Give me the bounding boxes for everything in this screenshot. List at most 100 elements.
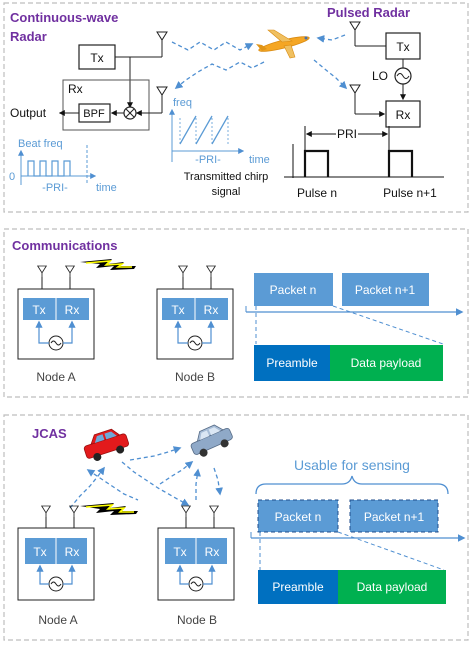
pulsed-rx-antenna-icon	[349, 84, 361, 100]
radar-section: Continuous-wave Radar Pulsed Radar Tx Rx…	[3, 2, 469, 213]
red-car-icon	[83, 428, 129, 461]
cw-radar-title: Continuous-wave	[10, 10, 118, 25]
jcas-node-b-antenna-icon	[181, 505, 191, 519]
comms-node-b-rx	[195, 298, 228, 320]
jcas-packet-n	[257, 499, 339, 533]
cw-radar-title-2: Radar	[10, 29, 47, 44]
cw-echo-wave	[174, 61, 265, 89]
jcas-wave-4	[159, 461, 194, 485]
pulsed-radar-title: Pulsed Radar	[327, 5, 410, 20]
comms-node-a-antenna-icon	[37, 265, 47, 279]
comms-title: Communications	[12, 238, 117, 253]
chirp-freq-label: freq	[173, 97, 192, 109]
jcas-node-b-label: Node B	[177, 613, 217, 627]
jcas-panel-border	[3, 414, 469, 641]
pulse-n1-label: Pulse n+1	[383, 186, 437, 200]
comms-node-a-rx-label: Rx	[65, 303, 80, 317]
jcas-packet-n1-label: Packet n+1	[364, 510, 425, 524]
cw-rx-frame	[62, 79, 150, 131]
pulse-n1-shape	[387, 149, 414, 177]
chirp-ramps	[179, 115, 229, 145]
comms-lightning-icon	[80, 259, 136, 270]
jcas-node-b-tx	[165, 538, 196, 564]
jcas-node-b-antenna-icon-2	[209, 505, 219, 519]
comms-section: Communications Tx Rx Node A Tx Rx Node B	[3, 228, 469, 398]
beat-pri-label: -PRI-	[42, 182, 68, 194]
comms-preamble-label: Preamble	[266, 356, 318, 370]
comms-preamble	[254, 345, 330, 381]
jcas-node-a-rx	[56, 538, 87, 564]
jcas-wave-7	[129, 446, 182, 461]
jcas-payload-label: Data payload	[357, 580, 428, 594]
cw-rx-antenna-icon	[156, 86, 168, 102]
zero-label: 0	[9, 171, 15, 183]
jcas-lightning-icon	[80, 503, 138, 515]
pulse-n-shape	[303, 149, 330, 177]
usable-for-sensing-label: Usable for sensing	[294, 457, 410, 473]
jcas-node-a-antenna-icon	[41, 505, 51, 519]
cw-tx-label: Tx	[90, 51, 103, 65]
beat-freq-waveform	[27, 160, 71, 177]
jcas-node-a-tx-label: Tx	[33, 545, 46, 559]
output-label: Output	[10, 106, 47, 120]
jcas-node-a-tx	[25, 538, 56, 564]
jcas-preamble-label: Preamble	[272, 580, 324, 594]
comms-node-a-antenna-icon-2	[65, 265, 75, 279]
jcas-node-b-tx-label: Tx	[173, 545, 186, 559]
comms-node-a-rx	[56, 298, 89, 320]
sensing-brace	[255, 475, 449, 495]
lo-label: LO	[372, 69, 388, 83]
pulsed-tx-label: Tx	[396, 40, 409, 54]
jcas-node-a-label: Node A	[38, 613, 77, 627]
jcas-title: JCAS	[32, 426, 67, 441]
cw-tx-block	[78, 44, 116, 70]
comms-packet-n-label: Packet n	[270, 283, 317, 297]
jcas-node-b-rx-label: Rx	[205, 545, 220, 559]
jcas-node-b-rx	[196, 538, 227, 564]
airplane-icon	[256, 29, 310, 59]
comms-packet-n	[254, 273, 333, 306]
comms-payload	[330, 345, 443, 381]
jcas-wave-1	[69, 466, 105, 509]
comms-node-b-tx	[162, 298, 195, 320]
cw-tx-antenna-icon	[156, 31, 168, 47]
beat-freq-label: Beat freq	[18, 138, 63, 150]
radar-panel-border	[3, 2, 469, 213]
chirp-time-label: time	[249, 154, 270, 166]
jcas-payload	[338, 570, 446, 604]
jcas-node-a-antenna-icon-2	[69, 505, 79, 519]
comms-node-b-antenna-icon-2	[206, 265, 216, 279]
comms-node-a-label: Node A	[36, 370, 75, 384]
chirp-caption-2: signal	[212, 186, 241, 198]
jcas-packet-n-label: Packet n	[275, 510, 322, 524]
jcas-packet-n1	[349, 499, 439, 533]
cw-rx-label: Rx	[68, 82, 83, 96]
pulsed-rx-label: Rx	[396, 108, 411, 122]
jcas-node-a-rx-label: Rx	[65, 545, 80, 559]
jcas-wave-6	[213, 467, 223, 496]
comms-node-b-label: Node B	[175, 370, 215, 384]
comms-panel-border	[3, 228, 469, 398]
comms-node-a-tx	[23, 298, 56, 320]
comms-node-b-antenna-icon	[178, 265, 188, 279]
gray-car-icon	[190, 424, 233, 457]
comms-node-b-rx-label: Rx	[204, 303, 219, 317]
chirp-pri-label: -PRI-	[195, 154, 221, 166]
jcas-preamble	[258, 570, 338, 604]
pulsed-echo-wave	[313, 59, 348, 90]
jcas-wave-2	[121, 461, 190, 506]
bpf-label: BPF	[83, 108, 105, 120]
pulsed-tx-antenna-icon	[349, 21, 361, 37]
jcas-wave-5	[193, 468, 201, 500]
chirp-caption-1: Transmitted chirp	[184, 171, 269, 183]
pulse-pri-label: PRI	[337, 127, 357, 141]
pulsed-rx-block	[385, 100, 421, 128]
comms-node-a-tx-label: Tx	[32, 303, 45, 317]
jcas-wave-3	[86, 469, 139, 501]
comms-node-b-tx-label: Tx	[171, 303, 184, 317]
comms-packet-n1-label: Packet n+1	[355, 283, 416, 297]
jcas-section: JCAS	[3, 414, 469, 641]
pulsed-tx-wave	[316, 34, 346, 43]
comms-payload-label: Data payload	[351, 356, 422, 370]
